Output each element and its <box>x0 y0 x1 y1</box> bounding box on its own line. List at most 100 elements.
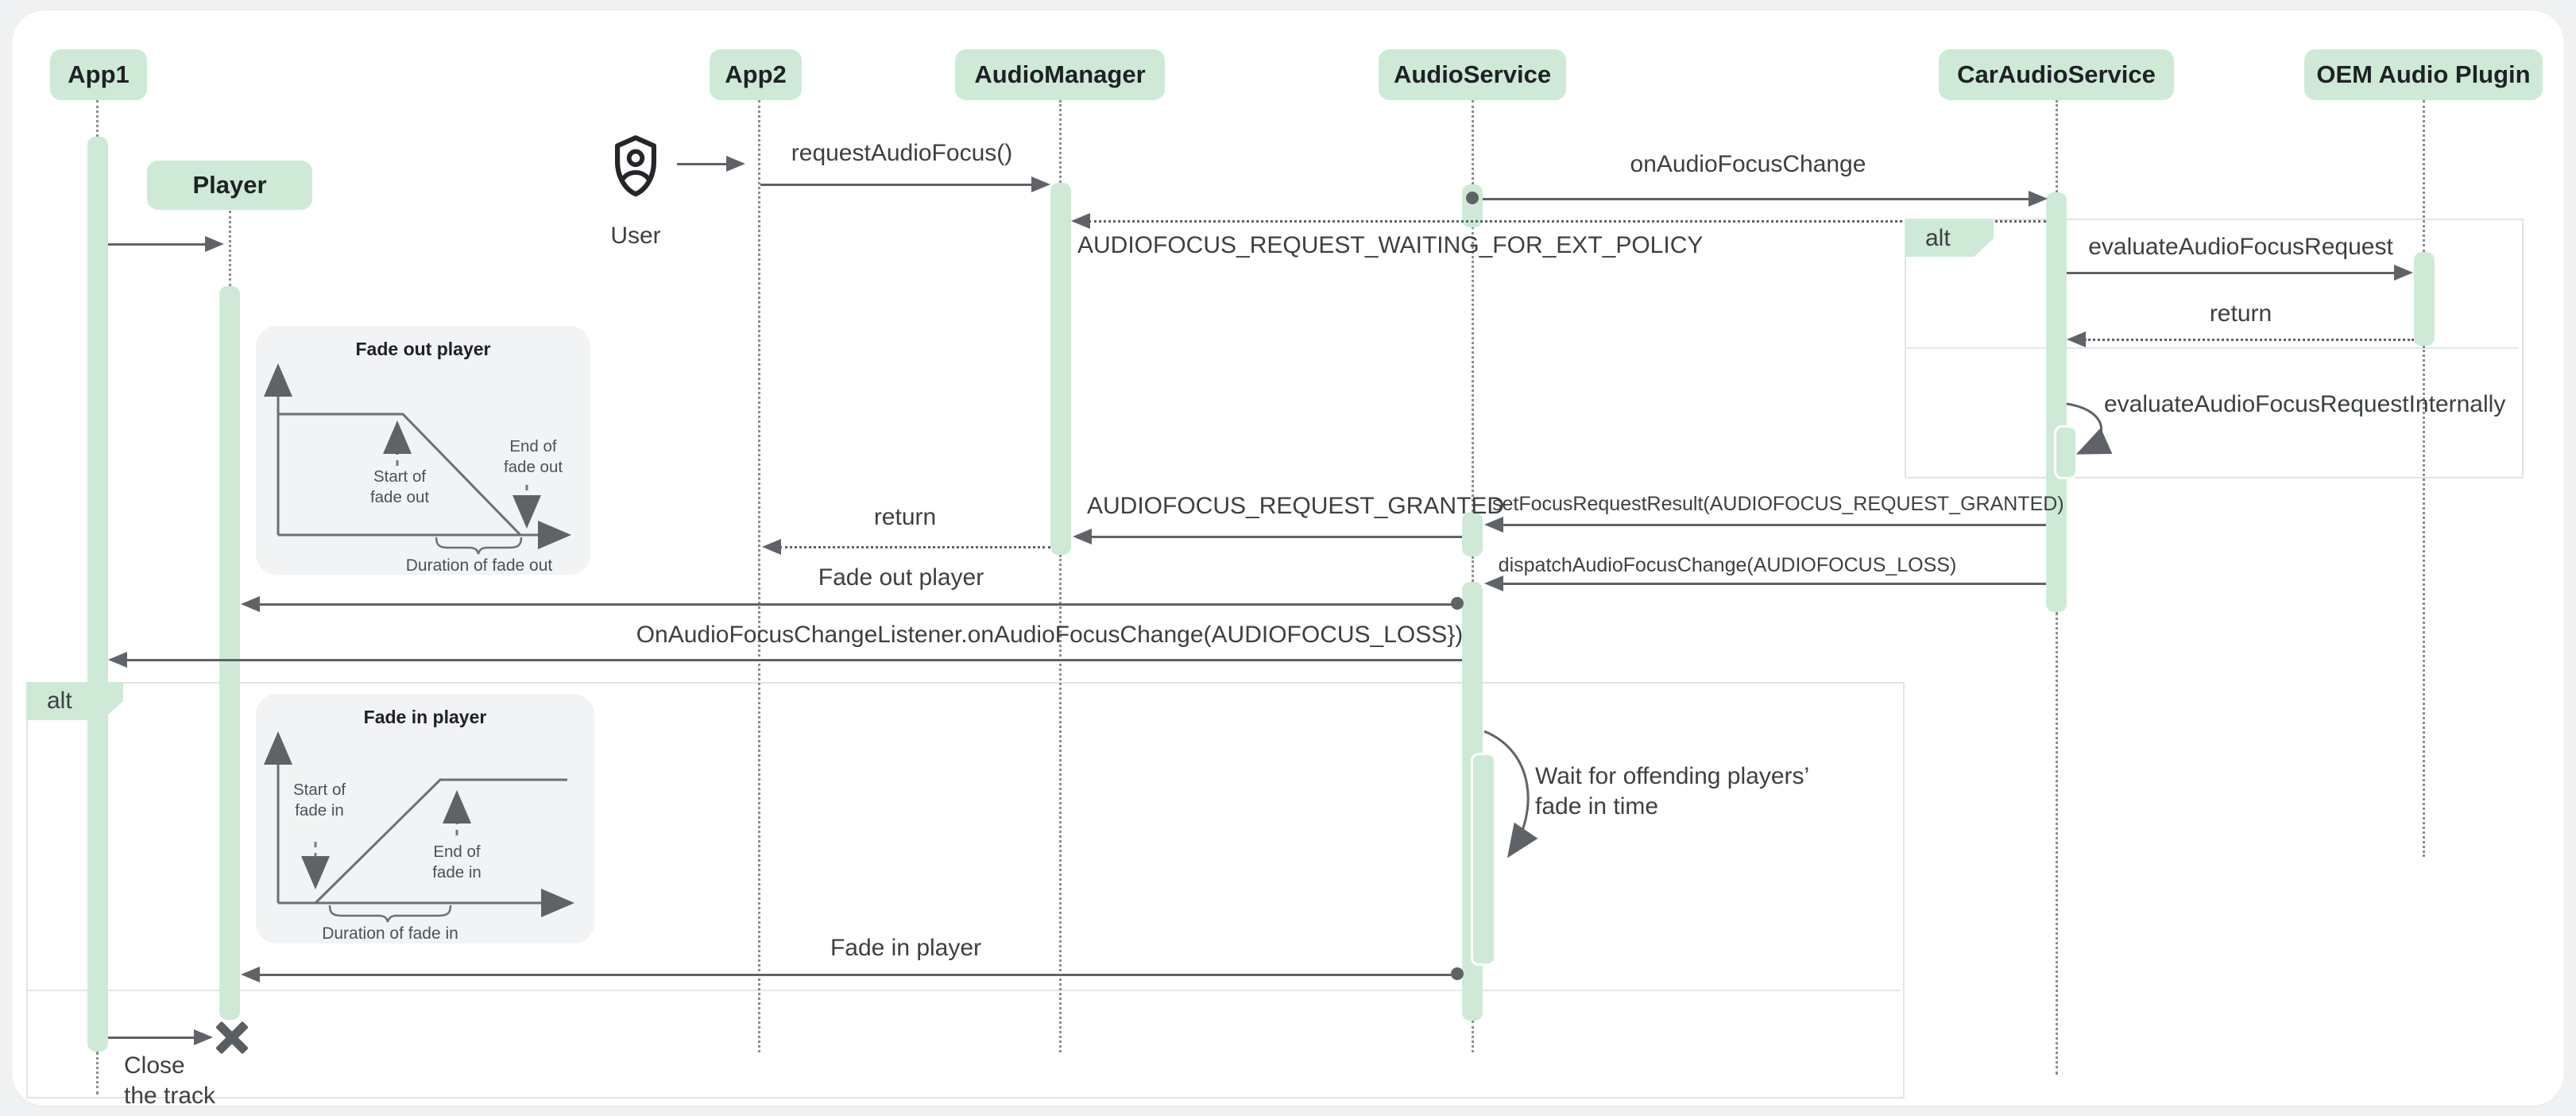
fade-out-start-label-1: Start of <box>373 467 426 486</box>
msg-request-granted-line <box>1090 536 1462 538</box>
msg-manager-return-line <box>779 546 1050 548</box>
wait-loop-arrow <box>1483 730 1538 858</box>
participant-app1-label: App1 <box>68 60 130 88</box>
msg-waiting-label: AUDIOFOCUS_REQUEST_WAITING_FOR_EXT_POLIC… <box>1077 232 1704 258</box>
participant-audiomanager-label: AudioManager <box>974 60 1146 88</box>
wait-note: Wait for offending players’ fade in time <box>1535 761 1809 822</box>
msg-dispatch-loss-line <box>1502 583 2046 585</box>
fade-out-chart: Start of fade out End of fade out Durati… <box>264 363 571 575</box>
msg-on-focus-change-listener: OnAudioFocusChangeListener.onAudioFocusC… <box>636 622 1464 648</box>
lifeline-caraudioservice-tail <box>2056 612 2058 1075</box>
participant-audioservice: AudioService <box>1379 49 1566 100</box>
msg-evaluate-return-line <box>2084 339 2414 341</box>
activation-audiomanager <box>1050 183 1071 555</box>
lifeline-audioservice-mid1 <box>1472 227 1474 512</box>
participant-audioservice-label: AudioService <box>1393 60 1552 88</box>
msg-manager-return-arrowhead <box>762 539 781 555</box>
lifeline-player <box>229 211 231 286</box>
lifeline-oem <box>2423 100 2425 252</box>
alt-fade-label: alt <box>26 682 123 720</box>
lifeline-caraudioservice <box>2056 100 2058 192</box>
msg-fade-in-player-line <box>258 974 1462 976</box>
lifeline-app2 <box>758 100 760 1052</box>
alt-fragment-policy <box>1905 219 2524 479</box>
fade-out-note-title: Fade out player <box>355 339 491 359</box>
lifeline-audioservice-tail <box>1472 1021 1474 1052</box>
fade-out-duration-label: Duration of fade out <box>406 556 553 575</box>
participant-audiomanager: AudioManager <box>955 49 1165 100</box>
user-arrowhead <box>726 156 745 172</box>
fade-out-end-label-2: fade out <box>504 458 563 476</box>
user-arrow-line <box>677 163 728 165</box>
msg-on-focus-change-listener-line <box>126 659 1462 661</box>
user-shield-icon <box>615 135 657 197</box>
close-track-line2: the track <box>124 1083 216 1109</box>
msg-set-focus-result-arrowhead <box>1484 517 1503 533</box>
msg-origin-dot-2 <box>1451 597 1464 610</box>
msg-set-focus-result-line <box>1502 524 2046 526</box>
wait-note-line2: fade in time <box>1535 793 1659 820</box>
fade-out-end-label-1: End of <box>509 437 557 455</box>
fade-in-duration-brace <box>328 905 452 923</box>
fade-in-start-label-1: Start of <box>293 781 346 799</box>
activation-player <box>219 286 240 1020</box>
msg-evaluate-request: evaluateAudioFocusRequest <box>2088 234 2393 260</box>
participant-oem-label: OEM Audio Plugin <box>2316 60 2531 88</box>
activation-oem <box>2414 252 2435 346</box>
msg-fade-out-player-arrowhead <box>241 596 260 612</box>
msg-request-granted: AUDIOFOCUS_REQUEST_GRANTED <box>1087 493 1505 519</box>
fade-in-duration-label: Duration of fade in <box>322 924 458 943</box>
activation-audioservice-2 <box>1462 512 1483 556</box>
msg-on-audio-focus-change: onAudioFocusChange <box>1630 151 1866 177</box>
msg-request-audio-focus-arrowhead <box>1031 176 1050 192</box>
alt-fragment-policy-divider <box>1906 347 2519 349</box>
alt-fragment-fade <box>26 682 1905 1099</box>
msg-evaluate-return-arrowhead <box>2067 331 2086 347</box>
fade-in-chart: Start of fade in End of fade in Duration… <box>264 731 574 943</box>
msg-request-audio-focus-line <box>760 184 1033 186</box>
close-track-line <box>108 1037 195 1039</box>
msg-dispatch-loss: dispatchAudioFocusChange(AUDIOFOCUS_LOSS… <box>1498 554 1957 576</box>
msg-waiting-line <box>1089 220 2046 223</box>
msg-fade-out-player: Fade out player <box>818 564 984 591</box>
msg-on-audio-focus-change-line <box>1483 198 2031 200</box>
alt-policy-label: alt <box>1905 220 1994 257</box>
app1-player-line <box>108 243 207 246</box>
alt-policy-label-text: alt <box>1925 225 1951 251</box>
activation-app1 <box>87 137 108 1052</box>
msg-evaluate-return: return <box>2209 300 2272 327</box>
fade-out-start-label-2: fade out <box>370 488 429 506</box>
activation-audioservice-wait <box>1471 753 1496 966</box>
wait-note-line1: Wait for offending players’ <box>1535 763 1810 789</box>
participant-player-label: Player <box>192 171 267 199</box>
fade-in-note-title: Fade in player <box>363 707 487 727</box>
msg-manager-return: return <box>873 504 937 530</box>
participant-oem: OEM Audio Plugin <box>2304 49 2543 100</box>
participant-caraudioservice-label: CarAudioService <box>1957 60 2156 88</box>
activation-caraudioservice <box>2046 192 2067 612</box>
lifeline-app1-tail <box>96 1052 99 1095</box>
msg-fade-in-player-arrowhead <box>241 967 260 982</box>
participant-player: Player <box>147 161 312 210</box>
participant-caraudioservice: CarAudioService <box>1939 49 2174 100</box>
activation-caraudioservice-self <box>2054 425 2078 479</box>
msg-evaluate-request-line <box>2067 272 2396 274</box>
participant-app2-label: App2 <box>725 60 787 88</box>
close-track-arrowhead <box>194 1029 213 1045</box>
app1-player-arrowhead <box>205 236 224 252</box>
alt-fragment-fade-divider <box>28 990 1900 991</box>
lifeline-audioservice-mid2 <box>1472 556 1474 582</box>
fade-in-start-label-2: fade in <box>295 801 344 820</box>
lifeline-audiomanager <box>1059 100 1062 183</box>
msg-on-audio-focus-change-arrowhead <box>2029 191 2048 207</box>
msg-set-focus-result: setFocusRequestResult(AUDIOFOCUS_REQUEST… <box>1492 493 2064 515</box>
lifeline-audioservice <box>1472 100 1474 184</box>
msg-waiting-arrowhead <box>1071 213 1090 229</box>
lifeline-audiomanager-tail <box>1059 555 1062 1052</box>
msg-origin-dot-1 <box>1466 192 1479 204</box>
msg-fade-in-player: Fade in player <box>830 935 982 961</box>
msg-fade-out-player-line <box>258 603 1462 606</box>
fade-out-duration-brace <box>435 537 523 555</box>
fade-out-note <box>256 326 590 575</box>
fade-in-end-label-1: End of <box>433 843 481 861</box>
